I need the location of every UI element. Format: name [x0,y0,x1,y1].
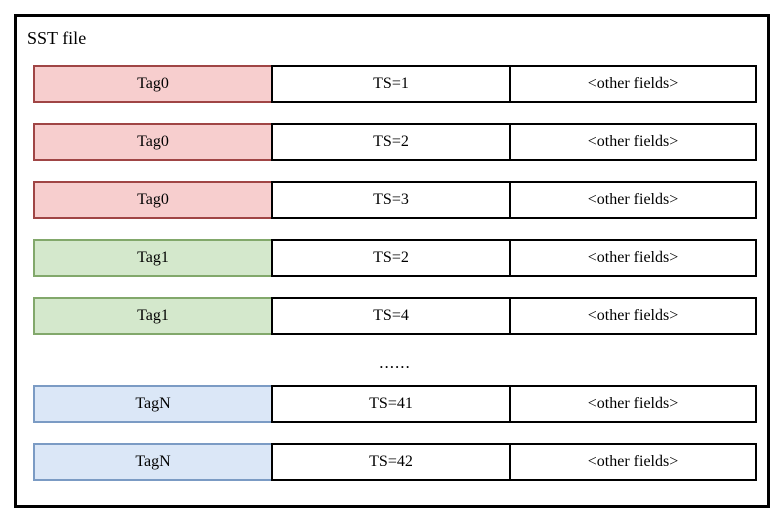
ellipsis-dots: ...... [379,352,411,372]
record-timestamp-cell: TS=1 [271,65,511,103]
record-timestamp-cell: TS=4 [271,297,511,335]
sst-file-title: SST file [27,28,87,48]
ellipsis-separator: ...... [33,351,757,373]
record-tag-cell: Tag1 [33,297,273,335]
record-other-fields-cell: <other fields> [509,297,757,335]
record-timestamp-cell: TS=2 [271,239,511,277]
record-timestamp-cell: TS=42 [271,443,511,481]
record-timestamp-cell: TS=2 [271,123,511,161]
record-timestamp-cell: TS=41 [271,385,511,423]
record-tag-cell: Tag0 [33,123,273,161]
record-tag-cell: Tag0 [33,181,273,219]
record-other-fields-cell: <other fields> [509,123,757,161]
record-tag-cell: Tag1 [33,239,273,277]
record-timestamp-cell: TS=3 [271,181,511,219]
record-other-fields-cell: <other fields> [509,181,757,219]
record-other-fields-cell: <other fields> [509,239,757,277]
record-tag-cell: TagN [33,443,273,481]
record-other-fields-cell: <other fields> [509,385,757,423]
record-tag-cell: Tag0 [33,65,273,103]
record-other-fields-cell: <other fields> [509,65,757,103]
record-other-fields-cell: <other fields> [509,443,757,481]
record-tag-cell: TagN [33,385,273,423]
